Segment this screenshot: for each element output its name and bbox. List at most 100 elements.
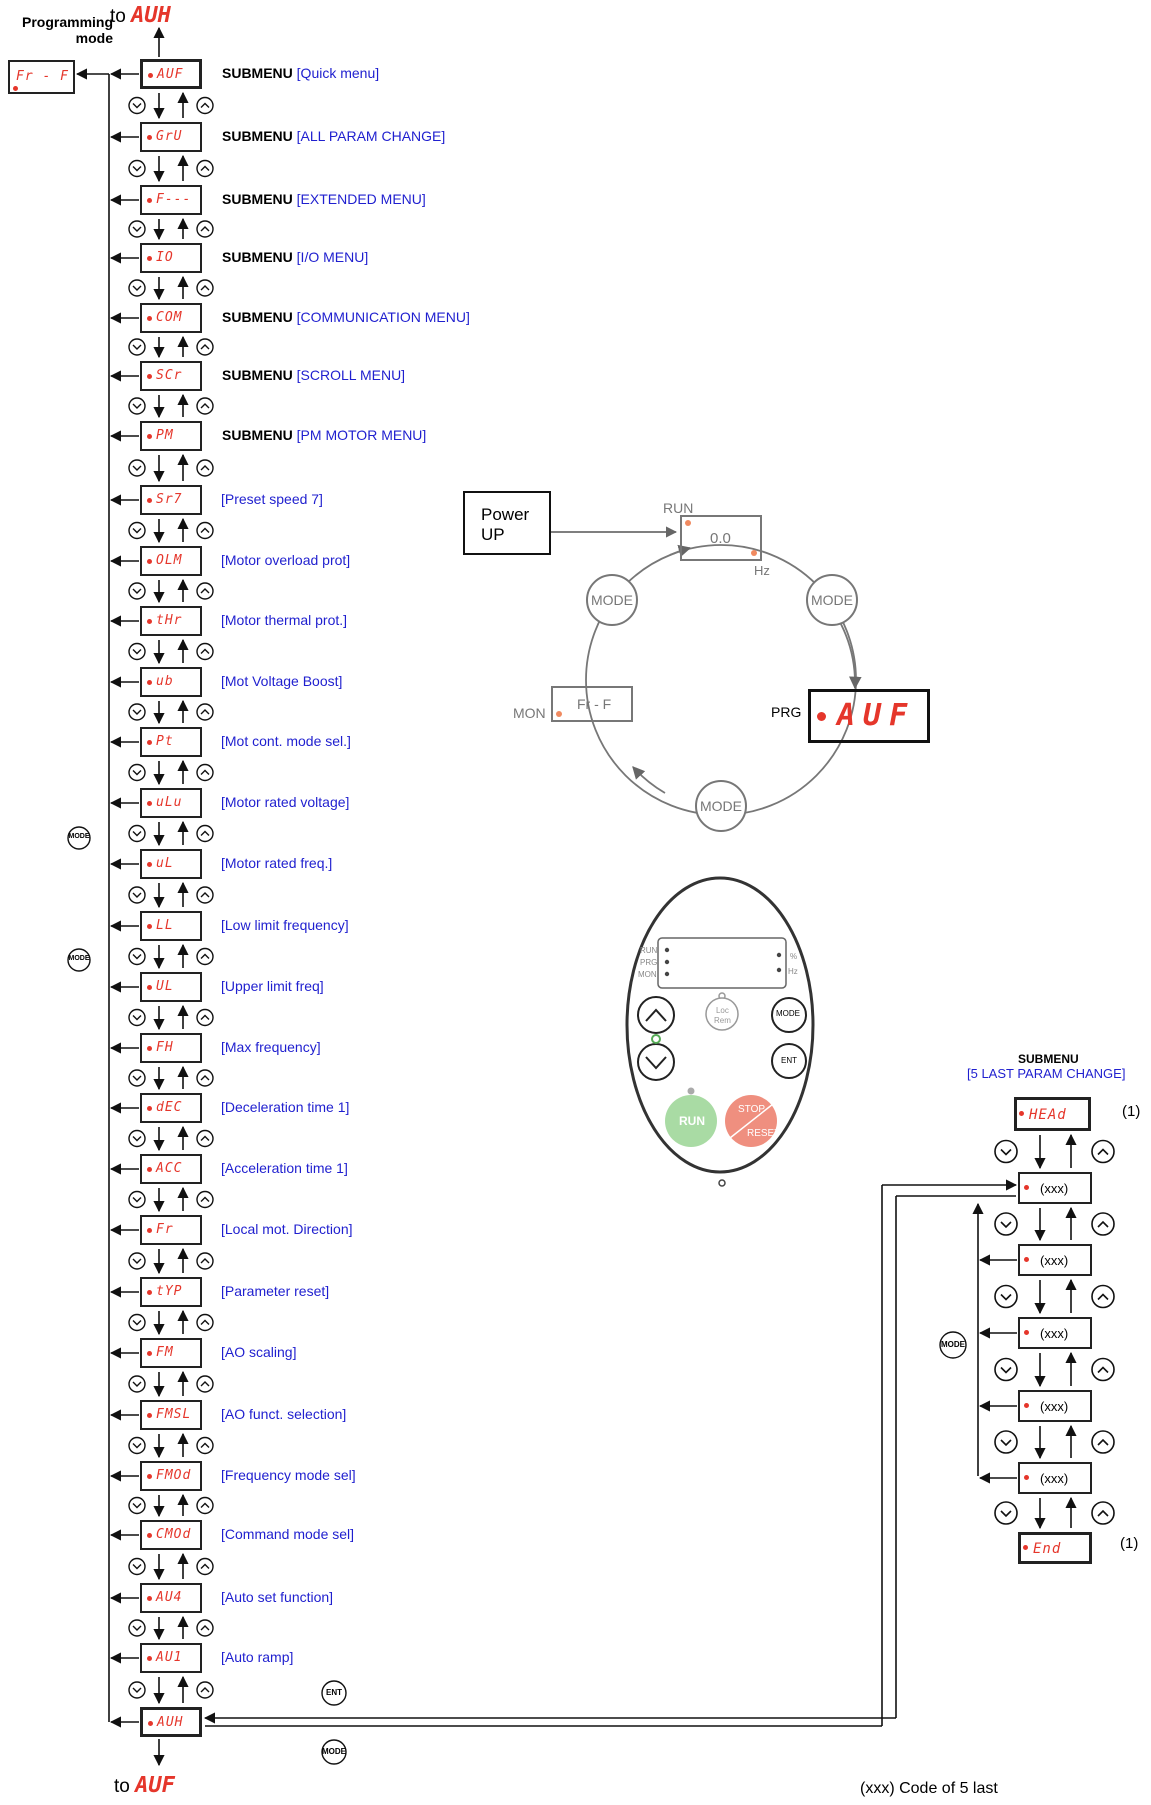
menu-item-dec-display: dEC <box>140 1093 202 1123</box>
up-key-icon <box>1091 1430 1115 1454</box>
footer-note: (xxx) Code of 5 last <box>860 1780 998 1797</box>
menu-item-gru-display: GrU <box>140 122 202 152</box>
mon-state-label: MON <box>513 705 546 721</box>
keypad-illustration <box>625 876 815 1187</box>
cycle-mode-button: MODE <box>586 574 638 626</box>
down-key-icon <box>128 338 146 356</box>
submenu-param-code: (xxx) <box>1040 1471 1069 1486</box>
fr-f-display: Fr - F <box>8 60 75 94</box>
submenu-param-display: (xxx) <box>1018 1390 1092 1422</box>
cycle-mode-label: MODE <box>700 798 742 814</box>
up-key-icon <box>196 763 214 782</box>
run-state-label: RUN <box>663 500 694 516</box>
menu-item-label: [Motor overload prot] <box>221 552 351 568</box>
menu-item-auf-display: AUF <box>140 59 202 89</box>
up-key-icon <box>196 1619 214 1637</box>
submenu-title: SUBMENU <box>1018 1052 1079 1066</box>
down-key-icon <box>128 1619 146 1637</box>
down-key-icon <box>128 159 146 178</box>
cycle-mode-label: MODE <box>591 592 633 608</box>
mon-display-code: Fr - F <box>577 696 612 712</box>
menu-item-label: SUBMENU [SCROLL MENU] <box>222 367 406 383</box>
menu-item-acc-display: ACC <box>140 1154 202 1184</box>
programming-mode-title: Programming mode <box>22 14 114 46</box>
menu-item-label: [Auto ramp] <box>221 1649 294 1665</box>
to-bottom-label: to AUF <box>114 1773 175 1798</box>
prg-display: AUF <box>808 689 930 743</box>
menu-item-label: [Low limit frequency] <box>221 917 349 933</box>
down-key-icon <box>128 521 146 540</box>
keypad-prg-led-label: PRG <box>640 958 658 967</box>
menu-item-label: SUBMENU [Quick menu] <box>222 65 380 81</box>
menu-item-label: [Motor rated freq.] <box>221 855 333 871</box>
mode-key-icon <box>939 1331 967 1359</box>
keypad-run-button <box>665 1095 717 1147</box>
down-key-icon <box>994 1284 1018 1309</box>
mode-key-icon <box>67 948 91 972</box>
menu-item-label: [AO scaling] <box>221 1344 297 1360</box>
up-key-icon <box>196 1190 214 1209</box>
menu-item-auh-display: AUH <box>140 1707 202 1737</box>
menu-item-fh-display: FH <box>140 1033 202 1063</box>
up-key-icon <box>196 1557 214 1576</box>
menu-item-label: [Command mode sel] <box>221 1526 355 1542</box>
down-key-icon <box>128 1190 146 1209</box>
mon-display: Fr - F <box>551 686 633 722</box>
menu-item-ulu-display: uLu <box>140 788 202 818</box>
down-key-icon <box>994 1430 1018 1454</box>
down-key-icon <box>128 459 146 477</box>
down-key-icon <box>128 220 146 238</box>
menu-item-fr-display: Fr <box>140 1215 202 1245</box>
up-key-icon <box>196 338 214 356</box>
menu-item-label: SUBMENU [I/O MENU] <box>222 249 369 265</box>
up-key-icon <box>1091 1357 1115 1382</box>
run-display-value: 0.0 <box>710 530 731 547</box>
submenu-subtitle: [5 LAST PARAM CHANGE] <box>967 1066 1126 1081</box>
menu-item-label: [Frequency mode sel] <box>221 1467 356 1483</box>
submenu-param-code: (xxx) <box>1040 1399 1069 1414</box>
menu-item-label: SUBMENU [ALL PARAM CHANGE] <box>222 128 446 144</box>
up-key-icon <box>196 96 214 115</box>
submenu-param-code: (xxx) <box>1040 1326 1069 1341</box>
down-key-icon <box>994 1139 1018 1164</box>
down-key-icon <box>128 763 146 782</box>
end-note-mark: (1) <box>1120 1535 1139 1552</box>
up-key-icon <box>196 642 214 661</box>
up-key-icon <box>1091 1139 1115 1164</box>
loc-rem-button <box>705 997 739 1031</box>
down-key-icon <box>128 1252 146 1270</box>
power-up-mode-cycle <box>551 526 862 816</box>
menu-item-au4-display: AU4 <box>140 1583 202 1613</box>
menu-item-label: [Mot cont. mode sel.] <box>221 733 351 749</box>
mode-key-icon-label: MODE <box>322 1747 346 1756</box>
run-display: 0.0 <box>680 515 762 561</box>
menu-item-label: [Upper limit freq] <box>221 978 324 994</box>
up-key-icon <box>196 1375 214 1393</box>
down-key-icon <box>128 1436 146 1455</box>
menu-item-label: SUBMENU [PM MOTOR MENU] <box>222 427 427 443</box>
menu-item-cmod-display: CMOd <box>140 1520 202 1550</box>
keypad-mon-led-label: MON <box>638 970 657 979</box>
programming-mode-menu-flow <box>67 26 347 1767</box>
up-key-icon <box>196 220 214 238</box>
run-hz-label: Hz <box>754 563 770 578</box>
keypad-display-window <box>657 937 787 989</box>
mode-key-icon-label: MODE <box>68 833 90 840</box>
menu-item-label: [Deceleration time 1] <box>221 1099 350 1115</box>
ent-key-icon <box>321 1680 347 1706</box>
cycle-mode-label: MODE <box>811 592 853 608</box>
keypad-mode-button <box>771 997 807 1033</box>
up-key-icon <box>1091 1501 1115 1525</box>
down-key-icon <box>128 96 146 115</box>
menu-item-ub-display: ub <box>140 667 202 697</box>
menu-item-au1-display: AU1 <box>140 1643 202 1673</box>
down-key-icon <box>128 1069 146 1087</box>
power-up-label: Power UP <box>481 505 530 544</box>
keypad-run-led-label: RUN <box>640 946 658 955</box>
keypad-mode-label: MODE <box>776 1009 800 1018</box>
down-key-icon <box>128 824 146 843</box>
submenu-param-display: (xxx) <box>1018 1172 1092 1204</box>
mode-key-icon <box>67 826 91 850</box>
up-key-icon <box>196 1313 214 1332</box>
